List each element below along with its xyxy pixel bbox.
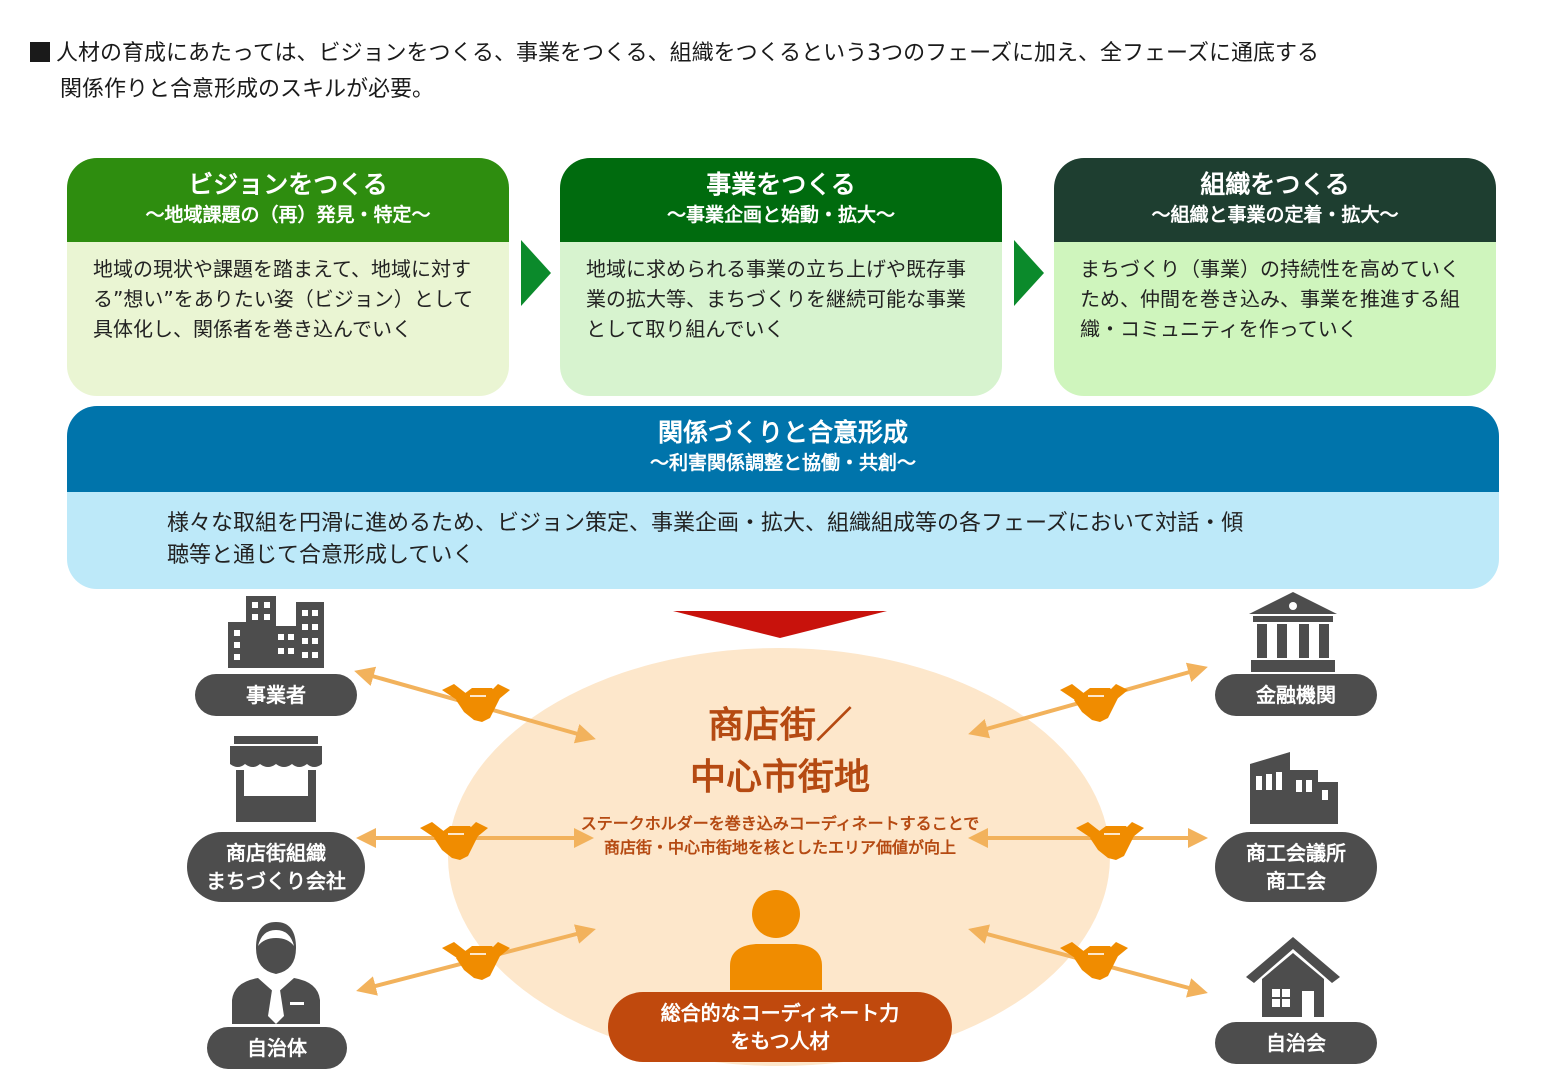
- handshake-icon: [441, 683, 511, 723]
- coordinator-line-1: 総合的なコーディネート力: [660, 1001, 900, 1025]
- phase-arrow-2-icon: [1014, 240, 1044, 306]
- stakeholder-shopping-street-org-line-1: 商店街組織: [226, 841, 326, 865]
- relationship-body-line-1: 様々な取組を円滑に進めるため、ビジョン策定、事業企画・拡大、組織組成等の各フェー…: [167, 511, 1244, 536]
- relationship-body: 様々な取組を円滑に進めるため、ビジョン策定、事業企画・拡大、組織組成等の各フェー…: [67, 492, 1499, 589]
- hub-title-line-2: 中心市街地: [689, 757, 870, 798]
- phase-arrow-1-icon: [521, 240, 551, 306]
- phase-vision-box: ビジョンをつくる ～地域課題の（再）発見・特定～ 地域の現状や課題を踏まえて、地…: [67, 158, 509, 396]
- phase-organization-subtitle: ～組織と事業の定着・拡大～: [1151, 204, 1399, 226]
- relationship-title: 関係づくりと合意形成: [657, 418, 908, 447]
- hub-title: 商店街／ 中心市街地: [640, 700, 920, 804]
- stakeholder-chamber-of-commerce-line-1: 商工会議所: [1246, 841, 1346, 865]
- stakeholder-business-operators: 事業者: [195, 674, 357, 716]
- intro-line-1-text: 人材の育成にあたっては、ビジョンをつくる、事業をつくる、組織をつくるという3つの…: [56, 41, 1319, 66]
- stakeholder-shopping-street-org-line-2: まちづくり会社: [206, 869, 346, 893]
- phase-business-body: 地域に求められる事業の立ち上げや既存事業の拡大等、まちづくりを継続可能な事業とし…: [560, 242, 1002, 396]
- stakeholder-local-government: 自治体: [207, 1027, 347, 1069]
- stakeholder-chamber-of-commerce-line-2: 商工会: [1266, 869, 1326, 893]
- down-arrow-icon: [673, 611, 887, 638]
- stakeholder-shopping-street-org: 商店街組織 まちづくり会社: [187, 832, 365, 902]
- hub-description-line-1: ステークホルダーを巻き込みコーディネートすることで: [580, 814, 980, 833]
- phase-vision-subtitle: ～地域課題の（再）発見・特定～: [145, 204, 431, 226]
- coordinator-line-2: をもつ人材: [730, 1029, 830, 1053]
- house-icon: [1246, 937, 1340, 1017]
- stakeholder-neighborhood-association: 自治会: [1215, 1022, 1377, 1064]
- phase-organization-box: 組織をつくる ～組織と事業の定着・拡大～ まちづくり（事業）の持続性を高めていく…: [1054, 158, 1496, 396]
- square-bullet-icon: [30, 42, 50, 62]
- factory-icon: [1250, 752, 1338, 824]
- intro-line-2: 関係作りと合意形成のスキルが必要。: [60, 77, 435, 102]
- relationship-band: 関係づくりと合意形成 ～利害関係調整と協働・共創～ 様々な取組を円滑に進めるため…: [67, 406, 1499, 589]
- office-buildings-icon: [228, 596, 324, 668]
- hub-description: ステークホルダーを巻き込みコーディネートすることで 商店街・中心市街地を核とした…: [520, 812, 1040, 860]
- hub-description-line-2: 商店街・中心市街地を核としたエリア価値が向上: [603, 838, 956, 857]
- relationship-header: 関係づくりと合意形成 ～利害関係調整と協働・共創～: [67, 406, 1499, 492]
- official-person-icon: [232, 922, 320, 1024]
- phase-vision-body: 地域の現状や課題を踏まえて、地域に対する”想い”をありたい姿（ビジョン）として具…: [67, 242, 509, 396]
- phase-business-header: 事業をつくる ～事業企画と始動・拡大～: [560, 158, 1002, 242]
- phase-organization-body: まちづくり（事業）の持続性を高めていくため、仲間を巻き込み、事業を推進する組織・…: [1054, 242, 1496, 396]
- stakeholder-financial-institutions: 金融機関: [1215, 674, 1377, 716]
- storefront-icon: [230, 736, 322, 822]
- phase-business-box: 事業をつくる ～事業企画と始動・拡大～ 地域に求められる事業の立ち上げや既存事業…: [560, 158, 1002, 396]
- bank-icon: [1249, 592, 1337, 672]
- handshake-icon: [1059, 683, 1129, 723]
- stakeholder-chamber-of-commerce: 商工会議所 商工会: [1215, 832, 1377, 902]
- phase-business-subtitle: ～事業企画と始動・拡大～: [666, 204, 895, 226]
- phase-business-title: 事業をつくる: [706, 170, 856, 199]
- relationship-subtitle: ～利害関係調整と協働・共創～: [649, 452, 916, 474]
- phase-vision-header: ビジョンをつくる ～地域課題の（再）発見・特定～: [67, 158, 509, 242]
- hub-title-line-1: 商店街／: [707, 705, 852, 746]
- coordinator-person-icon: [730, 890, 822, 990]
- phase-organization-header: 組織をつくる ～組織と事業の定着・拡大～: [1054, 158, 1496, 242]
- intro-line-1: 人材の育成にあたっては、ビジョンをつくる、事業をつくる、組織をつくるという3つの…: [30, 36, 1510, 72]
- coordinator-badge: 総合的なコーディネート力 をもつ人材: [608, 992, 952, 1062]
- phase-organization-title: 組織をつくる: [1200, 170, 1350, 199]
- intro-text: 人材の育成にあたっては、ビジョンをつくる、事業をつくる、組織をつくるという3つの…: [30, 36, 1510, 108]
- phase-vision-title: ビジョンをつくる: [188, 170, 388, 199]
- relationship-body-line-2: 聴等と通じて合意形成していく: [167, 543, 475, 568]
